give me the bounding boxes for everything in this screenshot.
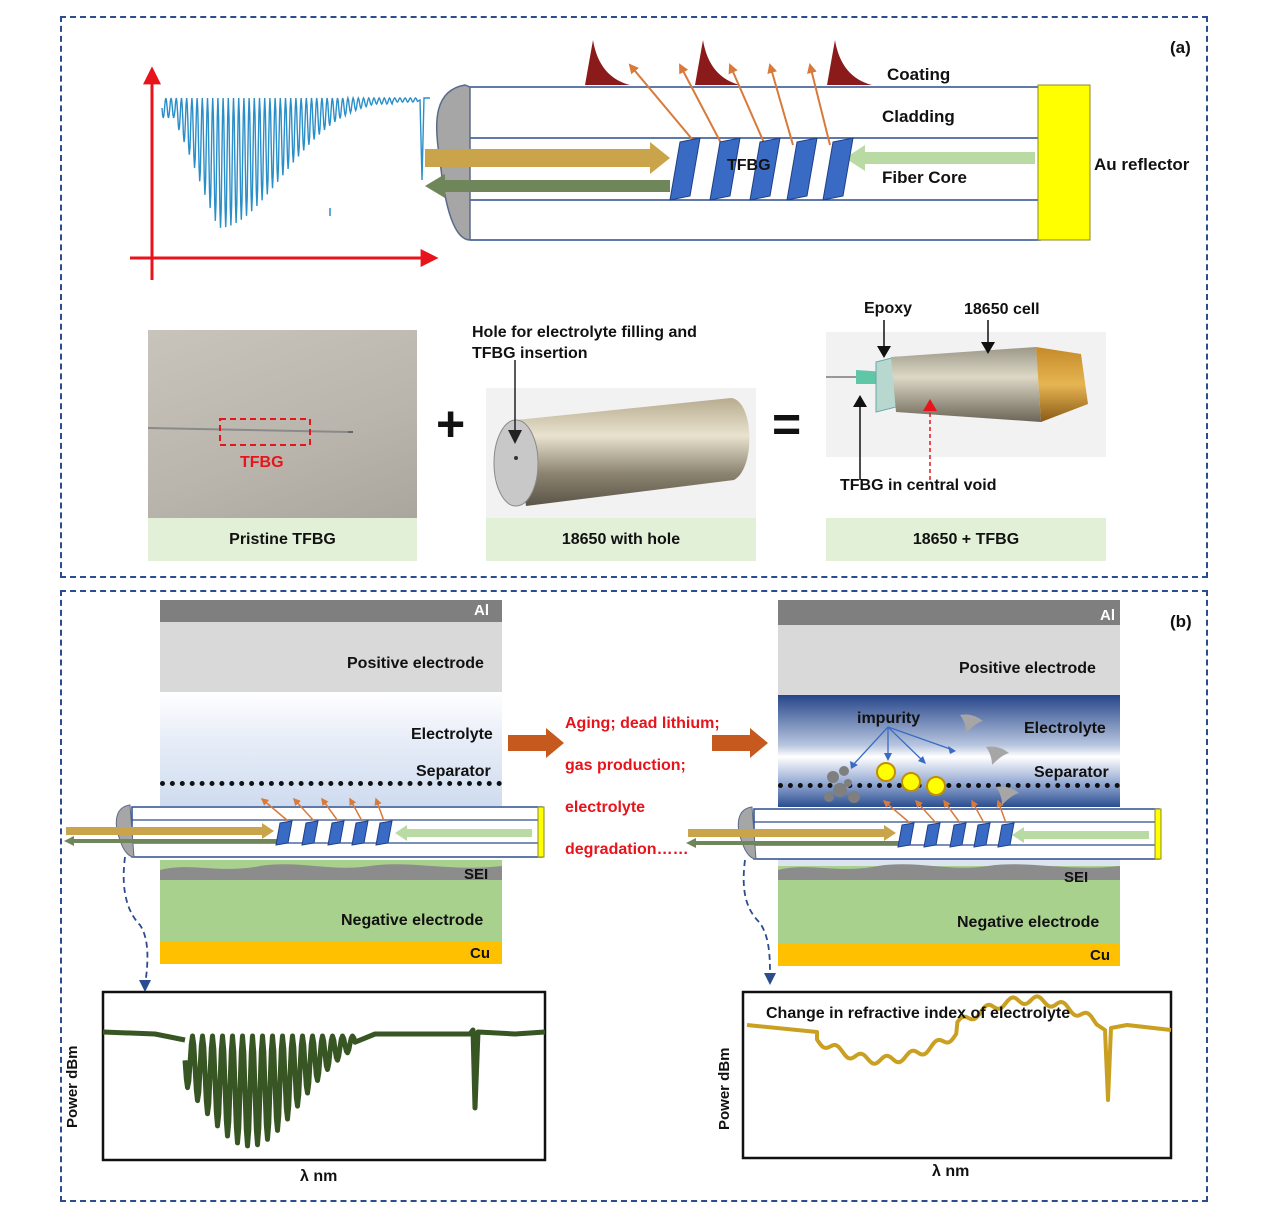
- coating-label: Coating: [887, 65, 951, 84]
- spectrum-right-annotation: Change in refractive index of electrolyt…: [766, 1005, 1071, 1022]
- epoxy-cell-arrows: [877, 320, 995, 358]
- plus-sign: +: [436, 396, 466, 452]
- spectrum-left-trace: [102, 1027, 546, 1149]
- spectrum-right-ylabel: Power dBm: [716, 1047, 733, 1130]
- fiber-schematic: [425, 40, 1091, 241]
- spectrum-left: [101, 990, 547, 1162]
- caption-cell-with-hole: 18650 with hole: [486, 518, 756, 561]
- impurity-particles: [824, 714, 1019, 805]
- panel-a: [60, 16, 1208, 578]
- au-reflector-label: Au reflector: [1094, 155, 1190, 174]
- spectrum-right-trace: [746, 994, 1172, 1102]
- electrolyte-left: [160, 692, 502, 806]
- spectrum-left-ylabel: Power dBm: [64, 1045, 81, 1128]
- cell-with-hole-photo: [486, 388, 756, 518]
- hole-note: Hole for electrolyte filling and TFBG in…: [472, 324, 697, 362]
- reflected-light-arrow: [425, 174, 670, 198]
- positive-label-left: Positive electrode: [347, 655, 484, 672]
- cladding-mode-profile: [585, 40, 630, 85]
- tfbg-region-box: [219, 418, 311, 446]
- cell-label: 18650 cell: [964, 301, 1040, 318]
- sei-layer-right: [778, 858, 1120, 880]
- void-note: TFBG in central void: [840, 477, 997, 494]
- sei-layer-left: [160, 864, 502, 880]
- separator-label-left: Separator: [416, 763, 491, 780]
- al-label-right: Al: [1100, 607, 1115, 624]
- aging-line-1: Aging; dead lithium;: [565, 715, 720, 732]
- equals-sign: =: [772, 396, 802, 452]
- electrolyte-label-right: Electrolyte: [1024, 720, 1106, 737]
- al-collector-right: [778, 600, 1120, 625]
- au-reflector-block: [1037, 84, 1091, 241]
- positive-electrode-right: [778, 625, 1120, 695]
- negative-label-right: Negative electrode: [957, 914, 1100, 931]
- negative-label-left: Negative electrode: [341, 912, 484, 929]
- separator-left: [160, 781, 502, 786]
- cladding-mode-profile: [827, 40, 872, 85]
- al-label-left: Al: [474, 602, 489, 619]
- panel-b: [60, 590, 1208, 1202]
- cu-label-left: Cu: [470, 945, 490, 962]
- tfbg-grating: [669, 137, 854, 201]
- cladding-mode-profile: [695, 40, 740, 85]
- panel-a-label: (a): [1170, 38, 1191, 57]
- sei-label-right: SEI: [1064, 869, 1089, 886]
- sei-label-left: SEI: [464, 866, 489, 883]
- void-pointer-arrows: [853, 395, 937, 480]
- aging-line-3: electrolyte: [565, 799, 646, 816]
- cu-label-right: Cu: [1090, 947, 1110, 964]
- cu-collector-left: [160, 942, 502, 964]
- positive-label-right: Positive electrode: [959, 660, 1096, 677]
- caption-pristine-tfbg: Pristine TFBG: [148, 518, 417, 561]
- connector-right: [742, 859, 776, 985]
- incident-light-arrow: [425, 142, 670, 174]
- spectrum-right: [741, 990, 1173, 1160]
- cu-collector-right: [778, 944, 1120, 966]
- spectrum-left-xlabel: λ nm: [300, 1168, 338, 1185]
- al-collector-left: [160, 600, 502, 622]
- fiber-left: [64, 797, 545, 858]
- tfbg-transmission-spectrum: [130, 66, 439, 280]
- aging-line-2: gas production;: [565, 757, 686, 774]
- aging-line-4: degradation……: [565, 841, 689, 858]
- fiber-core-label: Fiber Core: [882, 168, 968, 187]
- aging-arrows: [508, 728, 768, 758]
- fiber-right: [686, 799, 1162, 860]
- spectrum-right-xlabel: λ nm: [932, 1163, 970, 1180]
- positive-electrode-left: [160, 622, 502, 692]
- electrolyte-label-left: Electrolyte: [411, 726, 493, 743]
- epoxy-label: Epoxy: [864, 300, 913, 317]
- cladding-label: Cladding: [882, 107, 955, 126]
- panel-b-label: (b): [1170, 612, 1192, 631]
- impurity-label: impurity: [857, 710, 921, 727]
- separator-label-right: Separator: [1034, 764, 1109, 781]
- spectrum-trace: [161, 95, 430, 228]
- pristine-tfbg-photo: [148, 330, 417, 518]
- connector-left: [122, 856, 151, 992]
- tfbg-label: TFBG: [727, 157, 771, 174]
- reflector-return-arrow: [845, 145, 1035, 171]
- separator-right: [778, 783, 1120, 788]
- pristine-tfbg-marker: TFBG: [240, 454, 284, 471]
- caption-cell-with-tfbg: 18650 + TFBG: [826, 518, 1106, 561]
- hole-pointer-arrow: [508, 360, 522, 444]
